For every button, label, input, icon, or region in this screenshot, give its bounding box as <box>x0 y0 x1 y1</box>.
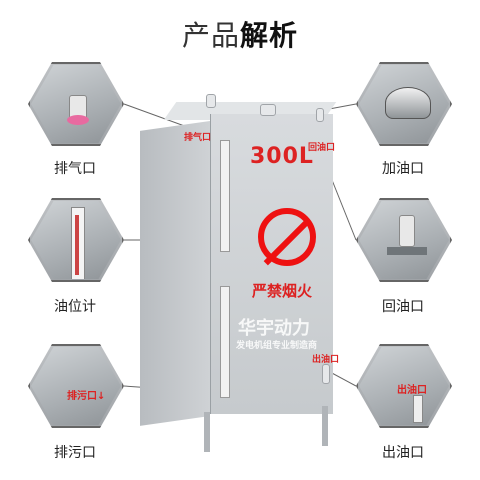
tank-label-vent: 排气口 <box>184 133 212 143</box>
tank-front-panel <box>210 114 333 414</box>
fill-cap <box>260 104 276 116</box>
drain-detail-text: 排污口↓ <box>67 391 106 402</box>
vent-detail-image <box>28 62 124 146</box>
page-title: 产品解析 <box>0 14 480 54</box>
tank-label-return: 回油口 <box>308 143 336 153</box>
outlet-detail-text: 出油口 <box>397 385 427 396</box>
label-vent: 排气口 <box>54 161 96 177</box>
tank-label-outlet: 出油口 <box>312 355 340 365</box>
fuel-tank: 排气口 300L 回油口 严禁烟火 出油口 <box>140 94 350 456</box>
label-gauge: 油位计 <box>54 299 96 315</box>
watermark-sub: 发电机组专业制造商 <box>236 341 318 351</box>
no-fire-sign-icon <box>258 208 316 266</box>
vent-pipe <box>206 94 216 108</box>
gauge-detail-image <box>28 198 124 282</box>
level-gauge-upper <box>220 140 230 252</box>
label-fill: 加油口 <box>382 161 424 177</box>
return-detail-image <box>356 198 452 282</box>
level-gauge-lower <box>220 286 230 398</box>
tank-warning: 严禁烟火 <box>252 282 313 300</box>
label-drain: 排污口 <box>54 445 96 461</box>
tank-capacity: 300L <box>250 144 314 169</box>
watermark-brand: 华宇动力 <box>238 318 310 339</box>
label-return: 回油口 <box>382 299 424 315</box>
fill-detail-image <box>356 62 452 146</box>
title-part2: 解析 <box>240 19 299 52</box>
label-outlet: 出油口 <box>382 445 424 461</box>
title-part1: 产品 <box>181 19 240 52</box>
outlet-pipe <box>322 364 330 384</box>
outlet-detail-image: 出油口 <box>356 344 452 428</box>
return-pipe <box>316 108 324 122</box>
drain-detail-image: 排污口↓ <box>28 344 124 428</box>
